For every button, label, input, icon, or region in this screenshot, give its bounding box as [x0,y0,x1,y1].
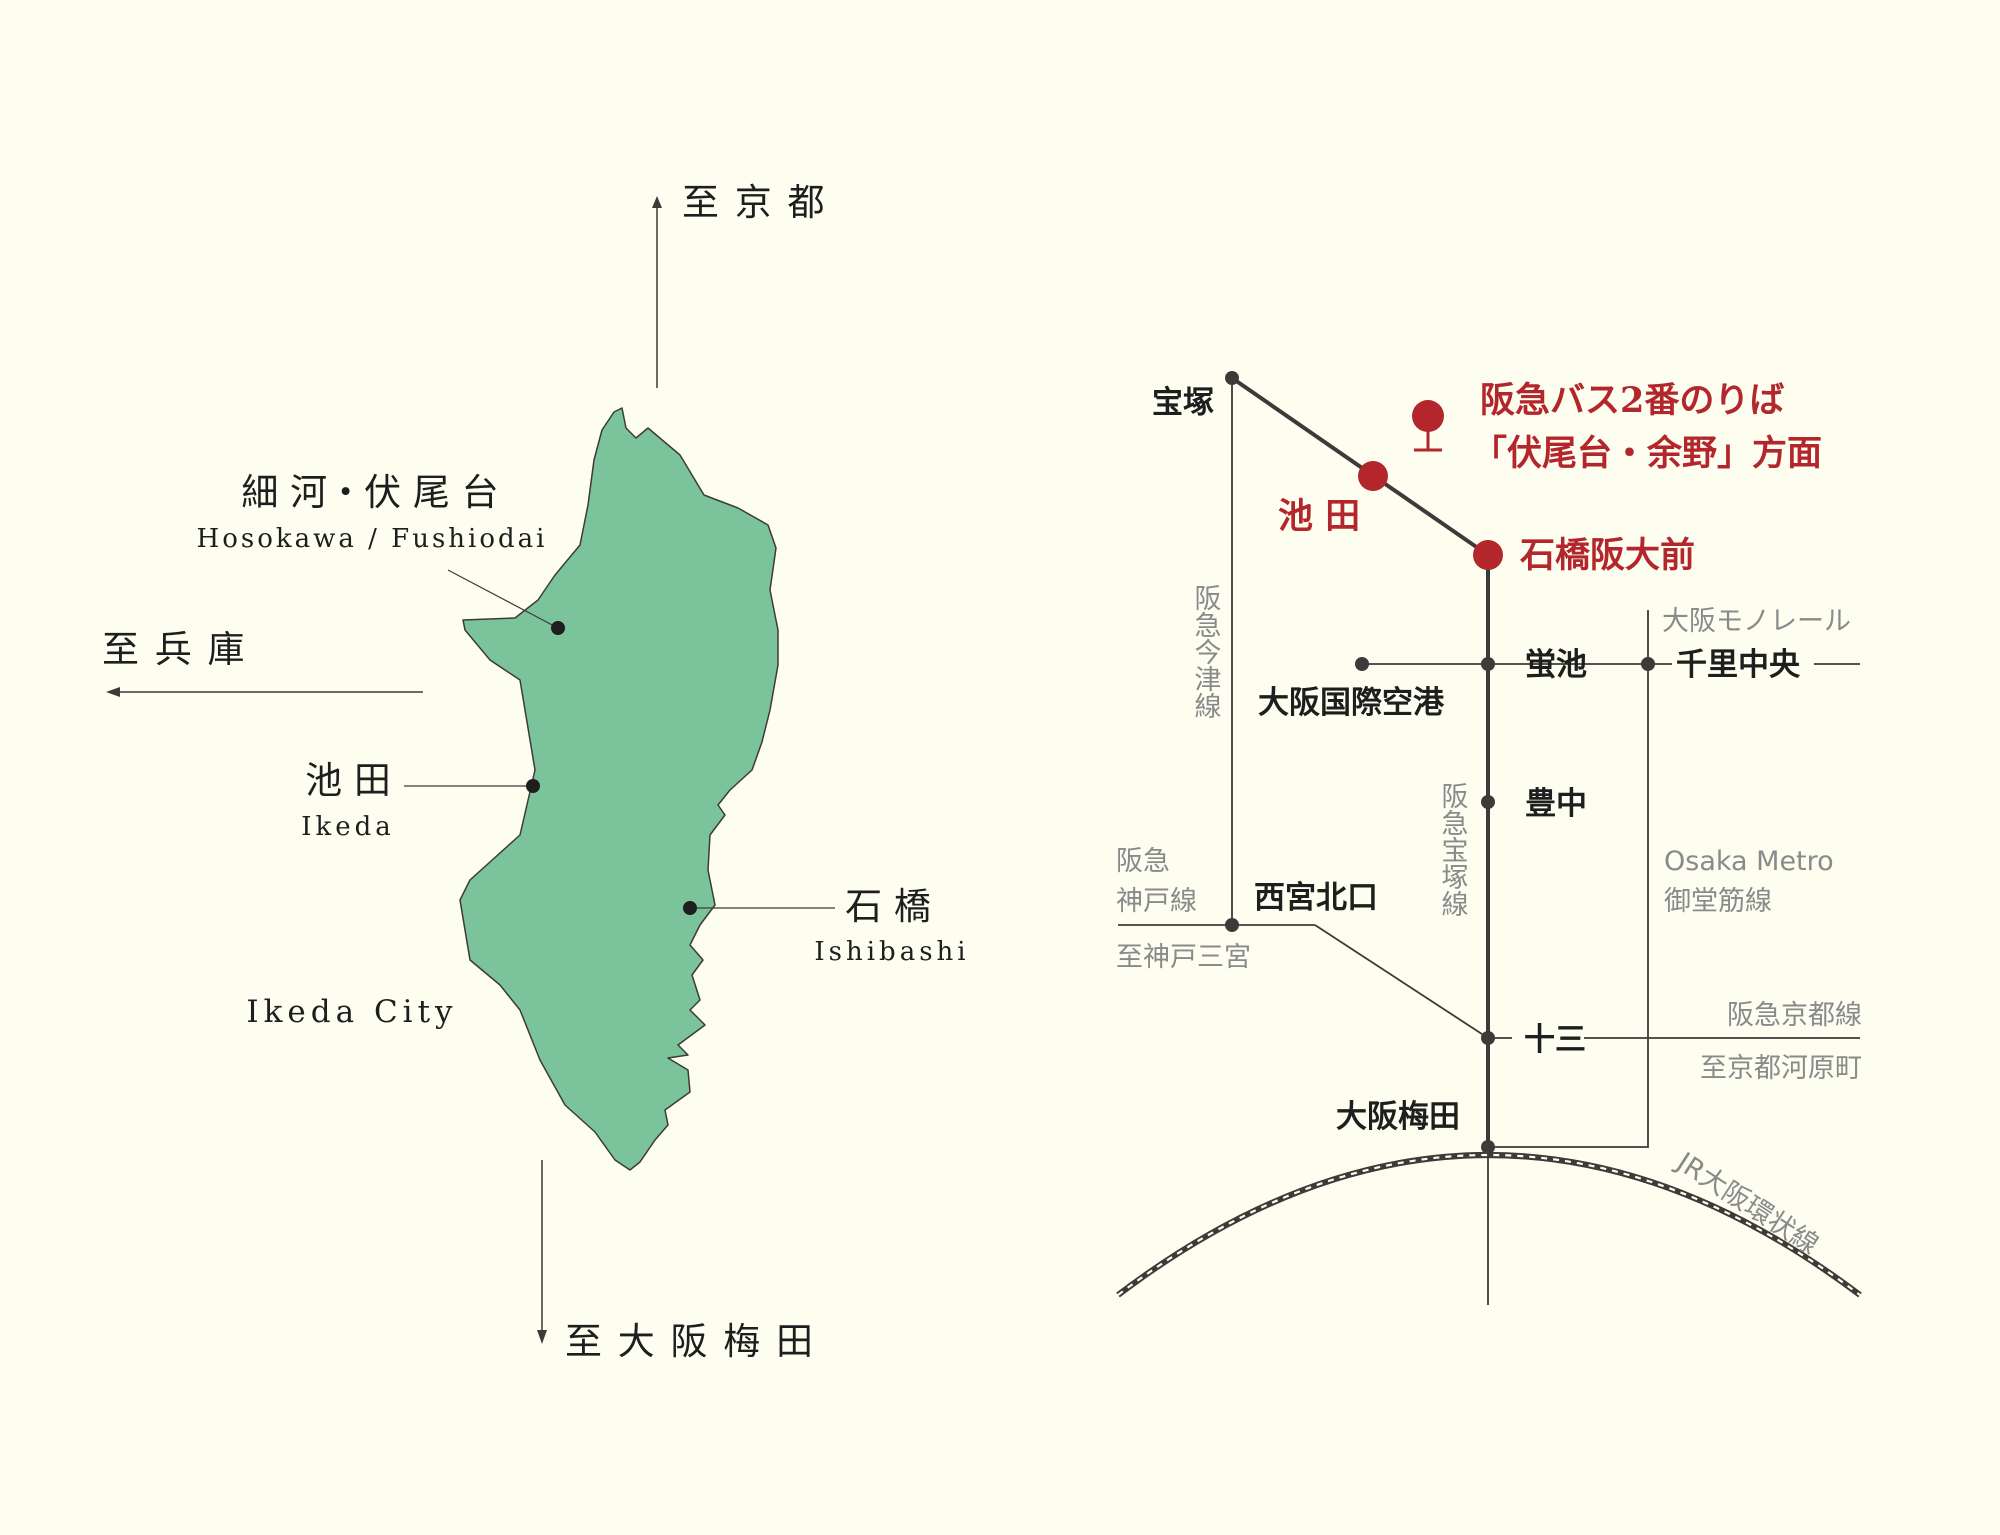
station-toyonaka: 豊中 [1525,786,1587,822]
line-imazu-label: 阪急今津線 [1190,584,1222,719]
bus-stop-line1: 阪急バス2番のりば [1480,380,1784,421]
station-senri-chuo: 千里中央 [1676,647,1801,683]
midosuji-line [1488,610,1649,1148]
bus-stop-pin-icon [1412,400,1444,452]
station-dot-takarazuka [1225,371,1239,385]
railway-map: 阪急バス2番のりば 「伏尾台・余野」方面 池 田 石橋阪大前 宝塚 蛍池 千里中… [1116,371,1862,1305]
place-ishibashi-jp: 石 橋 [845,885,931,928]
place-ikeda-jp: 池 田 [305,759,391,802]
line-kyoto-label: 阪急京都線 [1727,1000,1862,1031]
line-takarazuka-label: 阪急宝塚線 [1437,782,1469,917]
jr-loop-line [1116,1152,1862,1298]
place-ishibashi: 石 橋 Ishibashi [683,885,969,967]
station-dot-ishibashi [1473,540,1503,570]
line-monorail-label: 大阪モノレール [1662,606,1851,637]
arrow-north-icon [652,196,662,388]
ikeda-city-shape [459,407,779,1171]
station-ishibashi-handaimae: 石橋阪大前 [1520,535,1695,576]
station-dot-hotarugaike [1481,657,1495,671]
left-area-map: 細 河・伏 尾 台 Hosokawa / Fushiodai 池 田 Ikeda… [102,181,969,1363]
station-dot-toyonaka [1481,795,1495,809]
station-dot-senri [1641,657,1655,671]
line-kobe-label-2: 神戸線 [1116,886,1197,917]
to-kobe-sannomiya: 至神戸三宮 [1116,942,1251,973]
kobe-line-to-juso [1314,924,1489,1039]
place-ikeda: 池 田 Ikeda [301,759,540,842]
line-metro-label-2: 御堂筋線 [1664,886,1772,917]
line-jr-loop-label: JR大阪環状線 [1670,1146,1824,1261]
station-ikeda: 池 田 [1278,496,1360,537]
place-ikeda-en: Ikeda [301,812,395,842]
place-hosokawa-en: Hosokawa / Fushiodai [197,524,548,554]
station-dot-nishinomiya [1225,918,1239,932]
arrow-south-icon [537,1160,547,1344]
arrow-west-icon [106,687,423,697]
place-hosokawa-jp: 細 河・伏 尾 台 [241,471,498,514]
station-dot-umeda [1481,1140,1495,1154]
station-dot-juso [1481,1031,1495,1045]
takarazuka-line [1230,376,1490,1147]
station-juso: 十三 [1524,1022,1586,1058]
station-takarazuka: 宝塚 [1152,385,1214,421]
station-hotarugaike: 蛍池 [1525,647,1587,683]
station-dot-airport [1355,657,1369,671]
place-ishibashi-en: Ishibashi [814,937,969,967]
place-hosokawa: 細 河・伏 尾 台 Hosokawa / Fushiodai [197,471,565,635]
station-nishinomiya-kitaguchi: 西宮北口 [1254,880,1378,916]
line-metro-label-1: Osaka Metro [1664,846,1834,877]
to-kyoto-label: 至 京 都 [682,181,827,224]
line-kobe-label-1: 阪急 [1116,846,1170,877]
station-itami-airport: 大阪国際空港 [1258,685,1445,721]
to-hyogo-label: 至 兵 庫 [102,628,247,671]
station-dot-ikeda [1358,461,1388,491]
city-label: Ikeda City [246,994,457,1030]
to-kawaramachi: 至京都河原町 [1700,1053,1862,1084]
station-umeda: 大阪梅田 [1336,1099,1460,1135]
bus-stop-line2: 「伏尾台・余野」方面 [1472,433,1822,474]
to-umeda-label: 至 大 阪 梅 田 [565,1320,815,1363]
